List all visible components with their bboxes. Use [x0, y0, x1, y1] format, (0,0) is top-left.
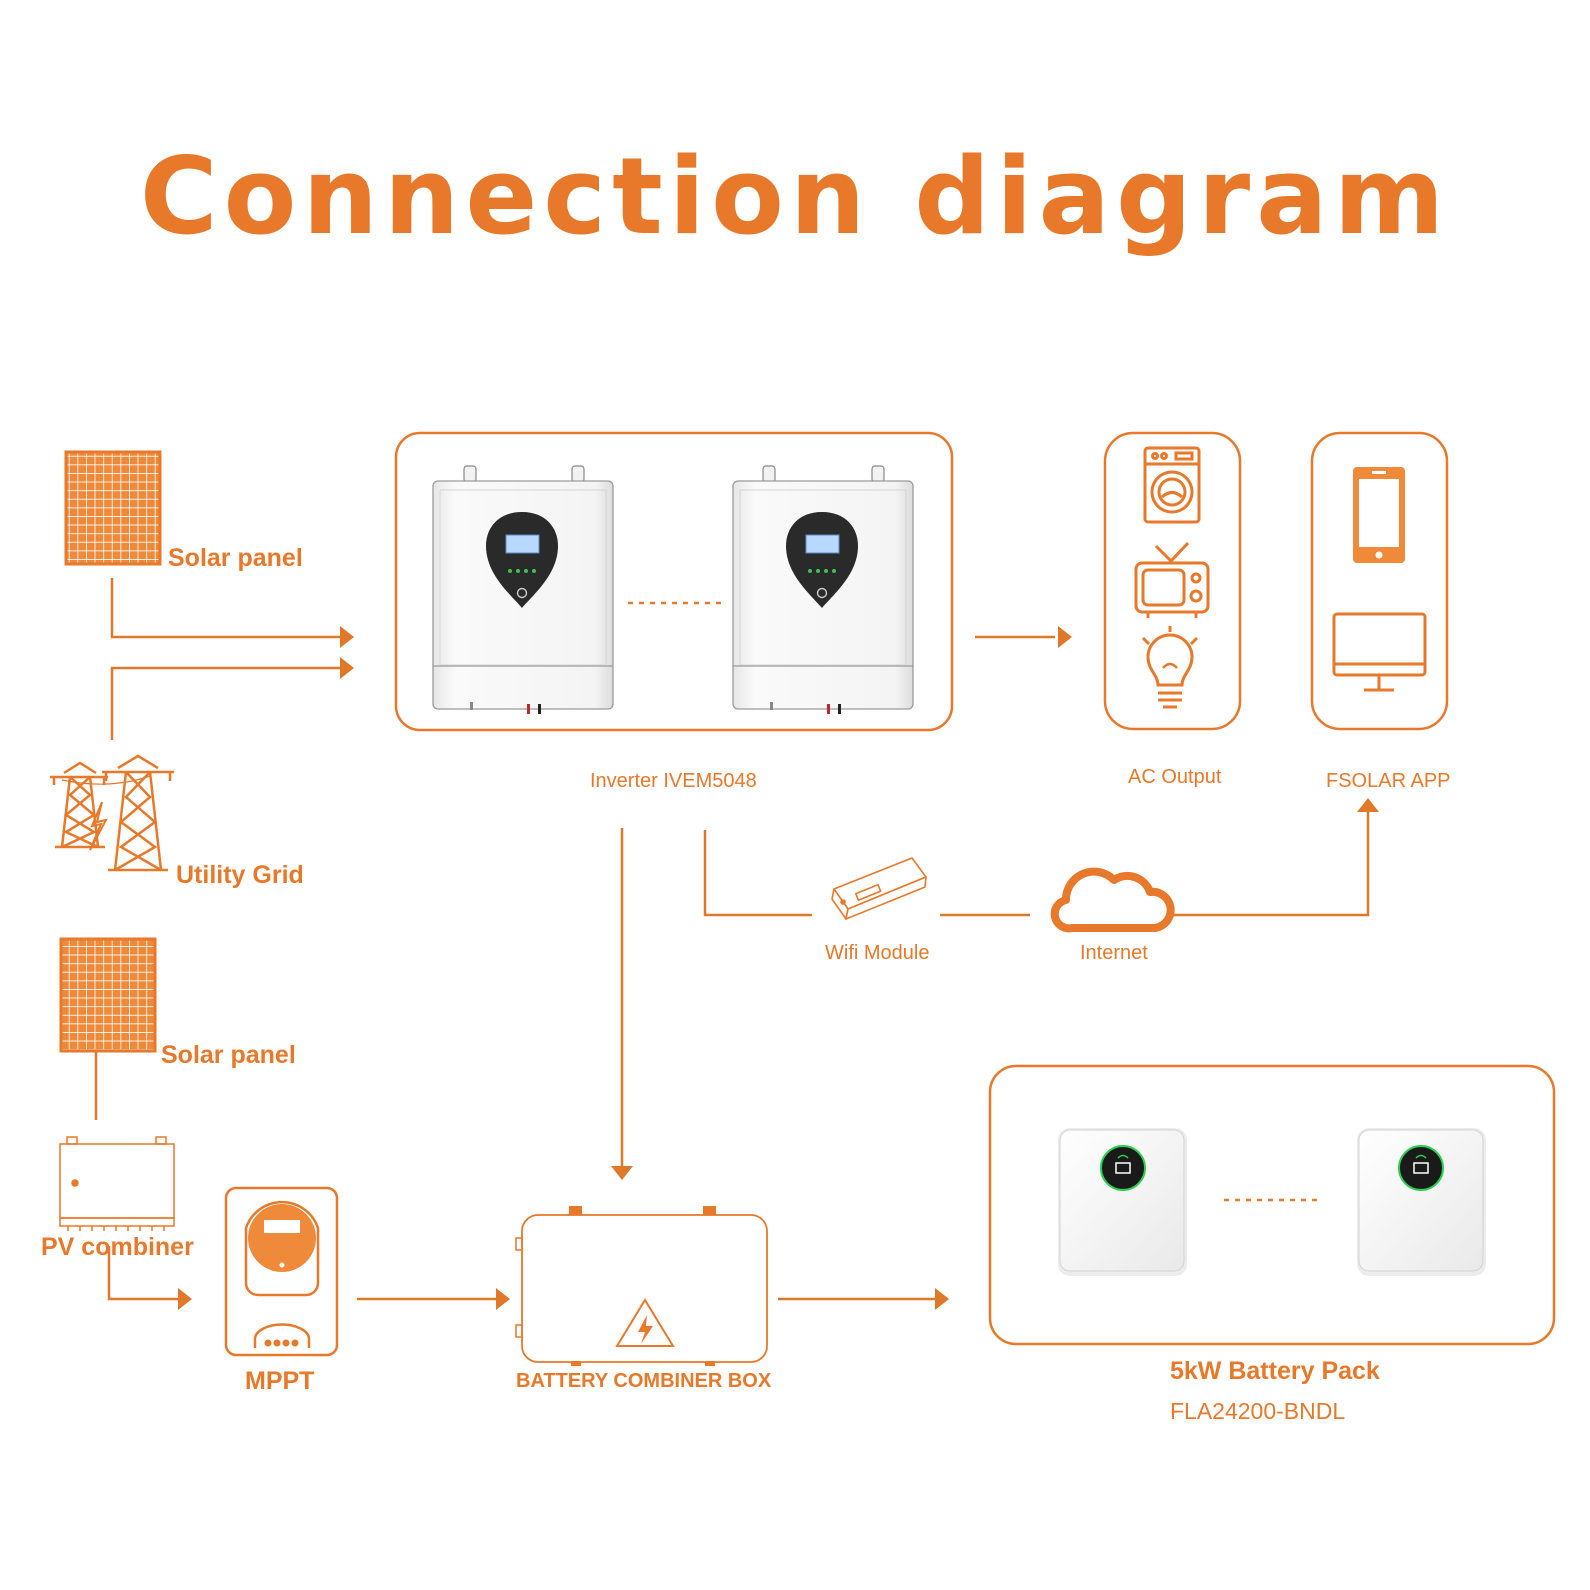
connection-lines [94, 578, 1370, 1301]
arrowheads [178, 626, 1379, 1310]
page-title: Connection diagram [139, 135, 1451, 258]
internet-to-app-line [1170, 810, 1370, 917]
inverter-icon [732, 465, 914, 714]
wifi-dongle-icon [831, 857, 927, 920]
fsolar-app-frame [1310, 431, 1449, 731]
solar-panel-top-label: Solar panel [168, 544, 303, 572]
inverter-label: Inverter IVEM5048 [590, 770, 757, 792]
inverter-frame [394, 431, 954, 732]
battery-pack-label: 5kW Battery Pack [1170, 1357, 1380, 1385]
solar-panel-icon [64, 450, 162, 566]
inverter-icon [432, 465, 614, 714]
utility-grid-label: Utility Grid [176, 861, 304, 889]
mppt-label: MPPT [245, 1367, 315, 1395]
grid-to-inverter-line [110, 666, 340, 740]
cloud-icon [1050, 867, 1175, 933]
monitor-icon [1332, 612, 1427, 692]
battery-icon [1357, 1128, 1486, 1276]
smartphone-icon [1353, 467, 1405, 563]
battery-combiner-box-label: BATTERY COMBINER BOX [516, 1370, 772, 1392]
solar-panel-bottom-label: Solar panel [161, 1041, 296, 1069]
battery-icon [1058, 1128, 1187, 1276]
internet-label: Internet [1080, 942, 1148, 964]
pv-combiner-to-mppt-line [107, 1246, 178, 1301]
washing-machine-icon [1143, 446, 1201, 524]
power-tower-icon [50, 754, 174, 872]
fsolar-app-label: FSOLAR APP [1326, 770, 1451, 792]
mppt-controller-icon [224, 1186, 339, 1357]
battery-combiner-box-icon [515, 1206, 768, 1366]
tv-icon [1134, 541, 1210, 618]
lightning-icon [89, 801, 108, 851]
pv-combiner-label: PV combiner [41, 1233, 194, 1261]
ac-output-frame [1103, 431, 1242, 731]
pv-combiner-icon [59, 1136, 175, 1231]
inverter-to-wifi-line [703, 830, 812, 917]
wifi-module-label: Wifi Module [825, 942, 930, 964]
solar-panel-icon [59, 937, 157, 1053]
ac-output-label: AC Output [1128, 766, 1222, 788]
battery-pack-frame [988, 1064, 1556, 1346]
light-bulb-icon [1141, 626, 1199, 709]
high-voltage-icon [615, 1298, 675, 1347]
battery-model-label: FLA24200-BNDL [1170, 1398, 1346, 1424]
solar-to-inverter-line [110, 578, 340, 639]
